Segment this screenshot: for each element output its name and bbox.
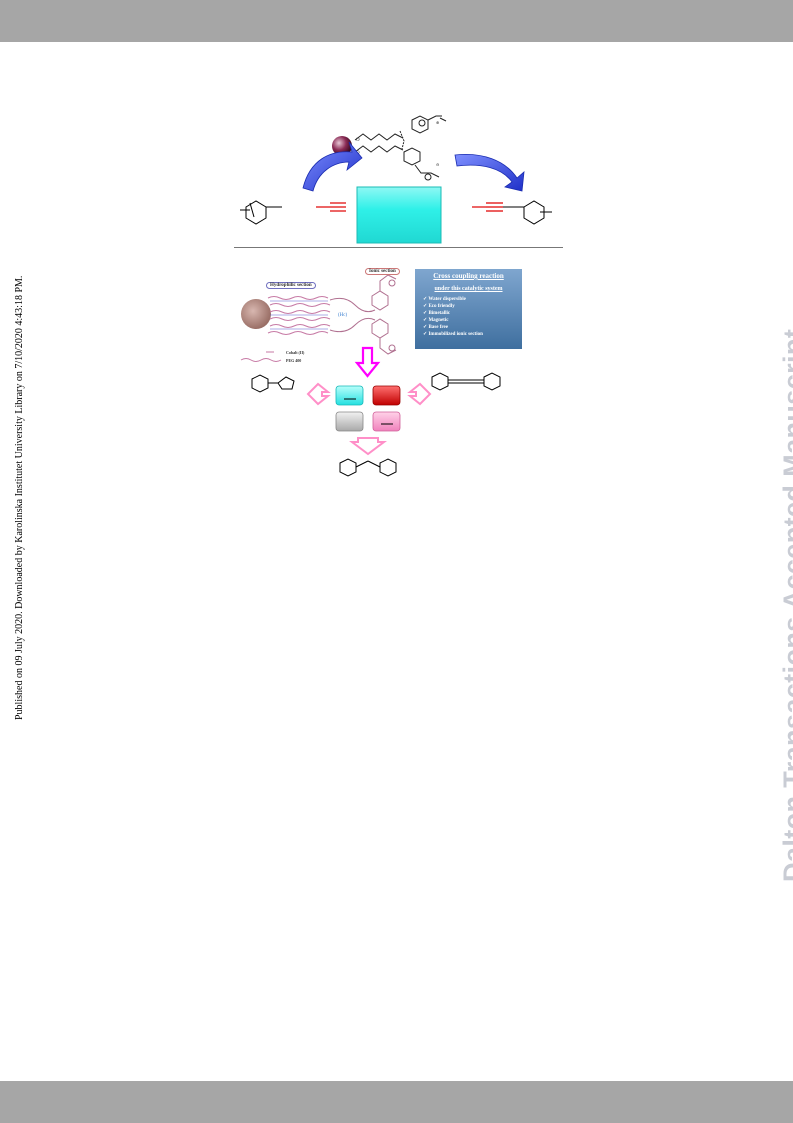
ionic-section-tag: Ionic section	[365, 268, 400, 275]
gray-result-box	[335, 411, 364, 432]
product-alkyne-structure	[472, 200, 552, 225]
upper-ligand-rings	[399, 115, 447, 181]
charge-plus-label: ⊕	[436, 120, 439, 125]
product-biphenyl-stilbene	[339, 458, 397, 477]
charge-minus-label: ⊖	[436, 162, 439, 167]
result-boxes	[335, 385, 401, 432]
down-arrow-magenta	[354, 346, 381, 378]
panel-subtitle: under this catalytic system	[434, 286, 503, 292]
left-pink-arrow	[306, 382, 331, 406]
aryl-halide-structure	[240, 200, 282, 225]
left-curved-arrow	[302, 141, 363, 192]
section-divider	[234, 247, 563, 248]
feature-item: Bimetallic	[423, 310, 518, 317]
hydrophilic-section-tag: Hydrophilic section	[266, 282, 316, 289]
lower-catalyst-illustration: (Hc)	[240, 274, 501, 477]
right-curved-arrow	[454, 154, 525, 192]
product-diphenylacetylene	[431, 372, 501, 391]
panel-title: Cross coupling reaction	[433, 272, 504, 280]
catalyst-center-label: (Hc)	[338, 313, 347, 318]
svg-text:O: O	[356, 138, 360, 143]
feature-item: Immobilized ionic section	[423, 331, 518, 338]
linker-chains: O O	[354, 133, 404, 156]
page-footer-bar	[0, 1081, 793, 1123]
product-phenyl-triazole	[251, 374, 295, 393]
terminal-alkyne-structure	[316, 202, 346, 212]
red-result-box	[372, 385, 401, 406]
right-pink-arrow	[407, 382, 432, 406]
peg-chains-blue	[270, 300, 328, 330]
legend-markers	[240, 351, 282, 362]
catalyst-box	[356, 186, 442, 244]
feature-item: Eco friendly	[423, 303, 518, 310]
magnetic-nanoparticle-sphere	[332, 136, 352, 156]
peg-chains	[267, 296, 331, 335]
cyan-result-box	[335, 385, 364, 406]
pink-result-box	[372, 411, 401, 432]
feature-item: Base free	[423, 324, 518, 331]
bottom-pink-arrow	[349, 437, 387, 456]
page-header-bar	[0, 0, 793, 42]
legend-cobalt-label: Cobalt (II)	[286, 350, 305, 355]
feature-item: Magnetic	[423, 317, 518, 324]
panel-feature-list: Water dispersible Eco friendly Bimetalli…	[419, 296, 518, 338]
core-sphere	[241, 299, 271, 329]
features-panel: Cross coupling reaction under this catal…	[415, 269, 522, 349]
legend-peg-label: PEG 400	[286, 358, 302, 363]
upper-reaction-scheme: O O ⊕ ⊖	[240, 115, 552, 244]
ionic-ligand	[329, 274, 397, 355]
feature-item: Water dispersible	[423, 296, 518, 303]
